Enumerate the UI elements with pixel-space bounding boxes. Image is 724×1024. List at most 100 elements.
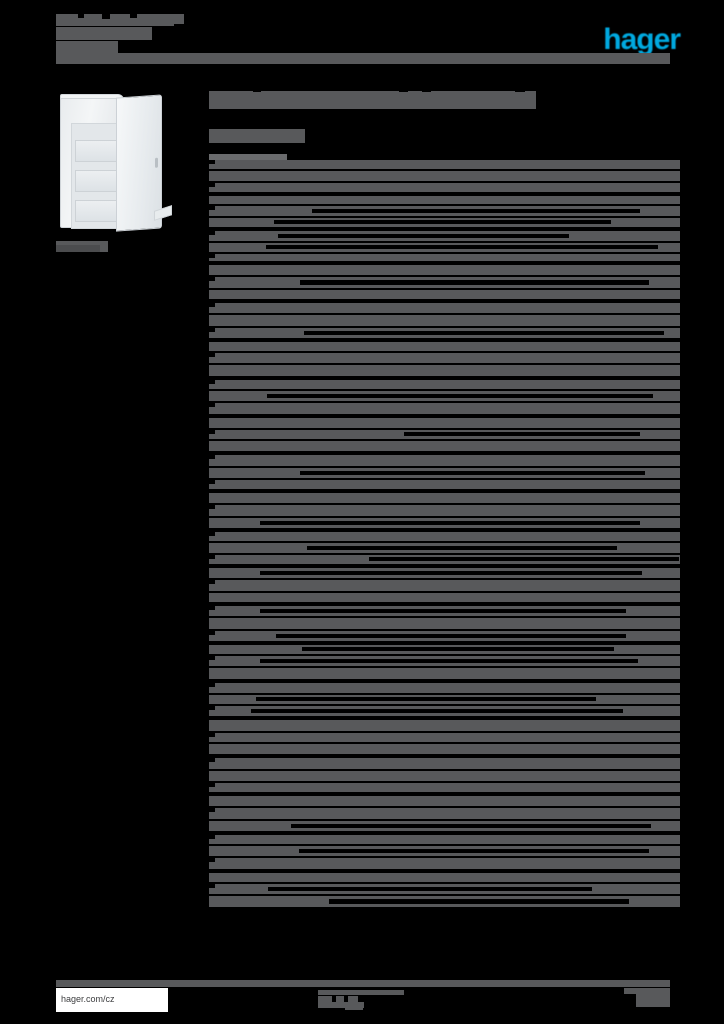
spec-row-separator [209, 261, 680, 265]
spec-row-notch [209, 580, 215, 584]
spec-row [209, 455, 680, 466]
footer-page-number-redacted [624, 988, 670, 1008]
spec-row [209, 618, 680, 629]
spec-row-notch [209, 160, 215, 164]
spec-value-gap [260, 571, 642, 575]
spec-row [209, 254, 680, 261]
footer-url-box[interactable]: hager.com/cz [56, 988, 168, 1012]
spec-row-separator [209, 192, 680, 196]
spec-row-notch [209, 403, 215, 407]
spec-row [209, 645, 680, 654]
door-handle [155, 157, 158, 168]
spec-row [209, 403, 680, 414]
spec-row-notch [209, 683, 215, 687]
spec-row [209, 391, 680, 401]
spec-row [209, 858, 680, 869]
spec-row-separator [209, 844, 680, 846]
spec-value-gap [260, 659, 638, 663]
spec-row [209, 160, 680, 169]
spec-row-separator [209, 478, 680, 480]
spec-value-gap [274, 220, 611, 224]
spec-value-gap [369, 557, 679, 561]
spec-row-separator [209, 338, 680, 342]
spec-row-separator [209, 654, 680, 656]
spec-row-separator [209, 856, 680, 858]
page-header: hager [0, 0, 724, 78]
footer-center-redacted [318, 990, 404, 1010]
product-reference-redacted [209, 129, 305, 143]
spec-row-separator [209, 564, 680, 568]
spec-value-gap [291, 824, 651, 828]
spec-row-separator [209, 831, 680, 835]
spec-row-separator [209, 516, 680, 518]
spec-row [209, 744, 680, 754]
spec-value-gap [299, 849, 649, 853]
spec-row-separator [209, 693, 680, 695]
spec-row [209, 380, 680, 389]
spec-row [209, 218, 680, 227]
specification-table [209, 160, 680, 911]
spec-row-separator [209, 629, 680, 631]
spec-row-notch [209, 303, 215, 307]
document-subtitle-redacted [147, 14, 184, 24]
enclosure-body [60, 98, 120, 229]
spec-value-gap [300, 280, 649, 285]
spec-row-notch [209, 206, 215, 210]
spec-row-separator [209, 451, 680, 455]
spec-row [209, 480, 680, 489]
spec-row [209, 683, 680, 693]
spec-row-separator [209, 679, 680, 683]
spec-row [209, 568, 680, 578]
spec-row-notch [209, 858, 215, 862]
spec-value-gap [251, 709, 623, 713]
spec-row-separator [209, 616, 680, 618]
spec-value-gap [304, 331, 664, 335]
spec-row-separator [209, 169, 680, 171]
din-rail-row [75, 200, 117, 222]
spec-row [209, 593, 680, 602]
spec-row-separator [209, 428, 680, 430]
spec-row [209, 206, 680, 216]
product-image [56, 88, 174, 236]
spec-row-notch [209, 733, 215, 737]
spec-row-notch [209, 656, 215, 660]
spec-row [209, 183, 680, 192]
spec-row [209, 353, 680, 363]
spec-row-notch [209, 606, 215, 610]
spec-row-separator [209, 666, 680, 668]
spec-row-separator [209, 907, 680, 911]
spec-row [209, 430, 680, 439]
spec-row [209, 518, 680, 528]
spec-value-gap [268, 887, 592, 891]
spec-row [209, 606, 680, 616]
spec-row-separator [209, 704, 680, 706]
spec-section-label-redacted [209, 154, 287, 161]
spec-row-separator [209, 869, 680, 873]
spec-row-separator [209, 389, 680, 391]
spec-row [209, 265, 680, 275]
spec-row-notch [209, 555, 215, 559]
spec-row-separator [209, 439, 680, 441]
spec-value-gap [300, 471, 645, 475]
spec-row [209, 555, 680, 564]
spec-row [209, 835, 680, 844]
spec-row-separator [209, 204, 680, 206]
spec-row [209, 706, 680, 716]
spec-row-separator [209, 769, 680, 771]
spec-row-notch [209, 631, 215, 635]
spec-row [209, 631, 680, 641]
spec-row-notch [209, 231, 215, 235]
document-title-redacted [56, 14, 184, 60]
spec-value-gap [329, 899, 629, 904]
spec-row-notch [209, 706, 215, 710]
spec-row-notch [209, 884, 215, 888]
spec-row-notch [209, 380, 215, 384]
spec-row [209, 468, 680, 478]
footer-url-label: hager.com/cz [61, 994, 115, 1004]
spec-row-separator [209, 781, 680, 783]
spec-row [209, 196, 680, 204]
spec-row [209, 532, 680, 541]
spec-row-separator [209, 541, 680, 543]
product-title-redacted [209, 85, 536, 109]
spec-row [209, 771, 680, 781]
